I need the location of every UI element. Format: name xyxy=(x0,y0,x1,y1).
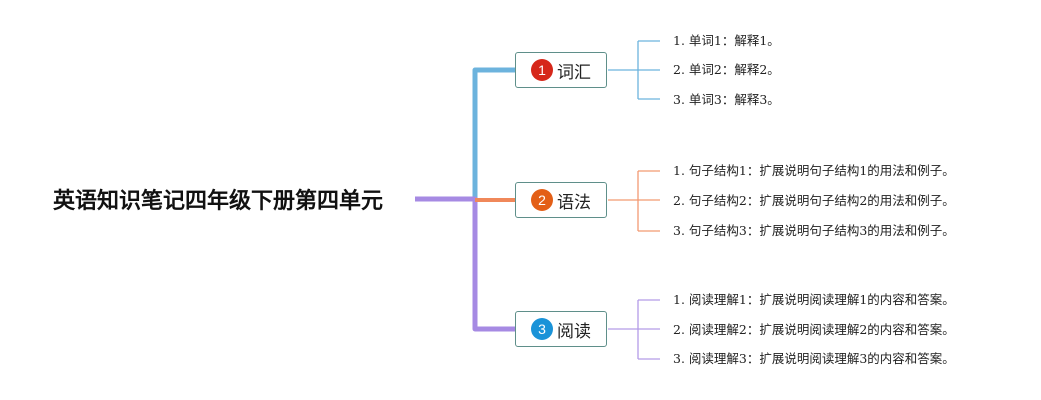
leaf-item[interactable]: 1. 单词1：解释1。 xyxy=(673,33,780,48)
branch-label: 阅读 xyxy=(557,321,591,342)
connector-root-reading xyxy=(415,196,516,332)
number-badge: 2 xyxy=(531,189,553,211)
connector-reading-leaves xyxy=(608,299,660,360)
branch-node-reading[interactable]: 3 阅读 xyxy=(515,311,607,347)
root-topic[interactable]: 英语知识笔记四年级下册第四单元 xyxy=(52,189,383,214)
leaf-item[interactable]: 3. 句子结构3：扩展说明句子结构3的用法和例子。 xyxy=(673,223,955,238)
leaf-item[interactable]: 3. 单词3：解释3。 xyxy=(673,92,780,107)
number-badge: 1 xyxy=(531,59,553,81)
branch-node-grammar[interactable]: 2 语法 xyxy=(515,182,607,218)
number-badge: 3 xyxy=(531,318,553,340)
leaf-item[interactable]: 1. 阅读理解1：扩展说明阅读理解1的内容和答案。 xyxy=(673,292,955,307)
leaf-item[interactable]: 3. 阅读理解3：扩展说明阅读理解3的内容和答案。 xyxy=(673,351,955,366)
leaf-item[interactable]: 2. 单词2：解释2。 xyxy=(673,62,780,77)
connector-root-vocab xyxy=(415,67,516,202)
branch-label: 词汇 xyxy=(557,62,591,83)
connector-grammar-leaves xyxy=(608,170,660,232)
branch-label: 语法 xyxy=(557,192,591,213)
branch-node-vocabulary[interactable]: 1 词汇 xyxy=(515,52,607,88)
leaf-item[interactable]: 2. 阅读理解2：扩展说明阅读理解2的内容和答案。 xyxy=(673,322,955,337)
leaf-item[interactable]: 2. 句子结构2：扩展说明句子结构2的用法和例子。 xyxy=(673,193,955,208)
connector-vocab-leaves xyxy=(608,40,660,100)
leaf-item[interactable]: 1. 句子结构1：扩展说明句子结构1的用法和例子。 xyxy=(673,163,955,178)
